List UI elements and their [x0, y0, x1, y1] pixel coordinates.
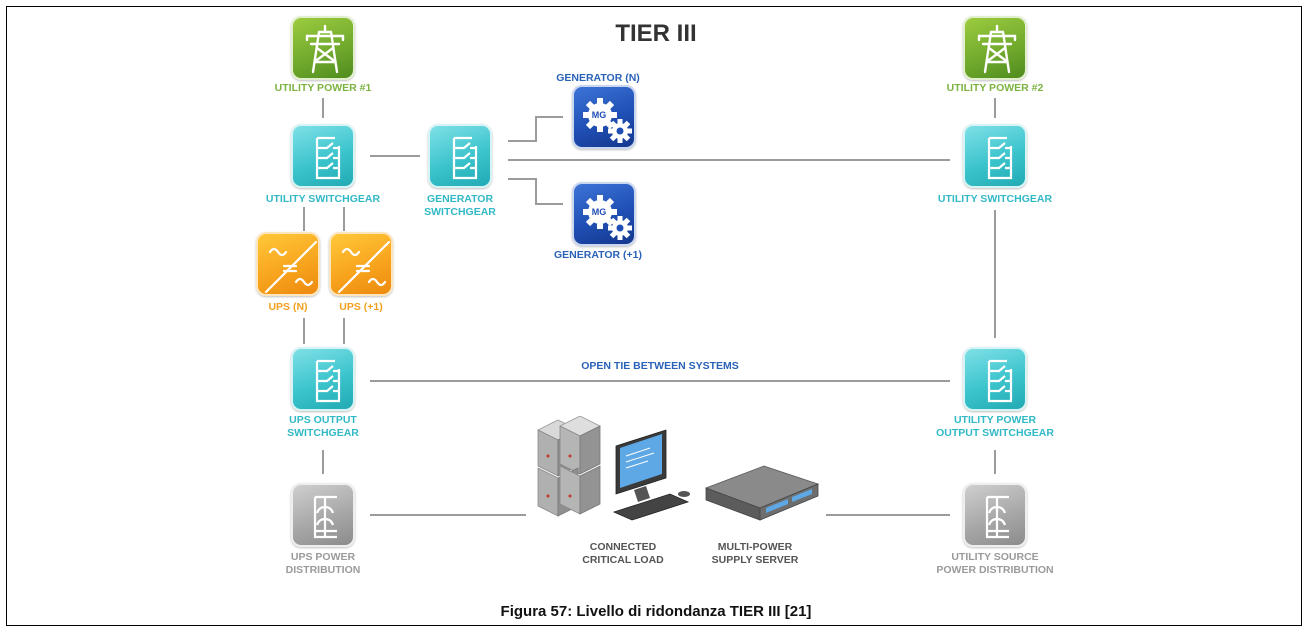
generator-plus1-label: GENERATOR (+1) — [554, 249, 642, 261]
utility-power-1-tile — [291, 16, 355, 80]
wire-genswitch-gen1-v — [535, 178, 537, 204]
figure-frame — [6, 6, 1302, 626]
ups-output-switchgear-tile — [291, 347, 355, 411]
ups-output-switchgear-label: UPS OUTPUT SWITCHGEAR — [287, 414, 359, 439]
utility-power-2-label: UTILITY POWER #2 — [946, 82, 1044, 94]
generator-switchgear-label: GENERATOR SWITCHGEAR — [424, 193, 496, 218]
inverter-icon — [337, 240, 391, 294]
power-tower-icon — [305, 24, 345, 74]
wire-switch-ups1 — [343, 207, 345, 231]
inverter-icon — [264, 240, 318, 294]
generator-badge: MG — [591, 207, 607, 217]
ups-power-distribution-label: UPS POWER DISTRIBUTION — [285, 551, 361, 576]
power-tower-icon — [977, 24, 1017, 74]
multi-power-supply-server-label: MULTI-POWER SUPPLY SERVER — [711, 541, 799, 566]
gear-icon — [583, 98, 632, 143]
wire-ups1-output — [343, 318, 345, 344]
wire-genswitch-genN-v — [535, 116, 537, 142]
utility-power-output-switchgear-tile — [963, 347, 1027, 411]
utility-power-1-label: UTILITY POWER #1 — [274, 82, 372, 94]
wire-utilswitch-genswitch — [370, 155, 420, 157]
wire-genswitch-genN-h1 — [508, 140, 536, 142]
wire-upsN-output — [303, 318, 305, 344]
distribution-icon — [985, 495, 1009, 539]
wire-open-tie — [370, 380, 950, 382]
server-rack-icon — [537, 416, 690, 521]
generator-badge: MG — [591, 110, 607, 120]
switchgear-icon — [987, 136, 1013, 180]
wire-genswitch-utilright — [508, 159, 950, 161]
wire-upsout-dist — [322, 450, 324, 474]
wire-genswitch-gen1-h2 — [535, 203, 563, 205]
open-tie-label: OPEN TIE BETWEEN SYSTEMS — [581, 360, 739, 372]
utility-power-output-switchgear-label: UTILITY POWER OUTPUT SWITCHGEAR — [936, 414, 1054, 439]
wire-utilout-dist — [994, 450, 996, 474]
utility-switchgear-right-label: UTILITY SWITCHGEAR — [937, 193, 1053, 205]
switchgear-icon — [987, 359, 1013, 403]
generator-n-tile: MG — [572, 85, 636, 149]
wire-switch-upsN — [303, 207, 305, 231]
switchgear-icon — [452, 136, 478, 180]
utility-switchgear-left-label: UTILITY SWITCHGEAR — [265, 193, 381, 205]
figure-caption: Figura 57: Livello di ridondanza TIER II… — [500, 603, 812, 620]
wire-genswitch-genN-h2 — [535, 116, 563, 118]
generator-n-label: GENERATOR (N) — [556, 72, 640, 84]
ups-plus1-label: UPS (+1) — [339, 301, 383, 313]
ups-n-label: UPS (N) — [268, 301, 308, 313]
utility-power-2-tile — [963, 16, 1027, 80]
ups-plus1-tile — [329, 232, 393, 296]
wire-genswitch-gen1-h1 — [508, 178, 536, 180]
generator-switchgear-tile — [428, 124, 492, 188]
ups-n-tile — [256, 232, 320, 296]
wire-utility1-switchgear — [322, 98, 324, 118]
wire-utilright-output — [994, 210, 996, 338]
diagram-title: TIER III — [615, 20, 697, 47]
wire-server-utildist — [826, 514, 950, 516]
connected-critical-load-label: CONNECTED CRITICAL LOAD — [582, 541, 664, 566]
ups-power-distribution-tile — [291, 483, 355, 547]
server-unit-icon — [704, 465, 820, 521]
utility-switchgear-left-tile — [291, 124, 355, 188]
utility-source-power-distribution-tile — [963, 483, 1027, 547]
utility-switchgear-right-tile — [963, 124, 1027, 188]
wire-upsdist-load — [370, 514, 526, 516]
distribution-icon — [313, 495, 337, 539]
switchgear-icon — [315, 359, 341, 403]
generator-plus1-tile: MG — [572, 182, 636, 246]
utility-source-power-distribution-label: UTILITY SOURCE POWER DISTRIBUTION — [936, 551, 1054, 576]
wire-utility2-switchgear — [994, 98, 996, 118]
gear-icon — [583, 195, 632, 240]
switchgear-icon — [315, 136, 341, 180]
